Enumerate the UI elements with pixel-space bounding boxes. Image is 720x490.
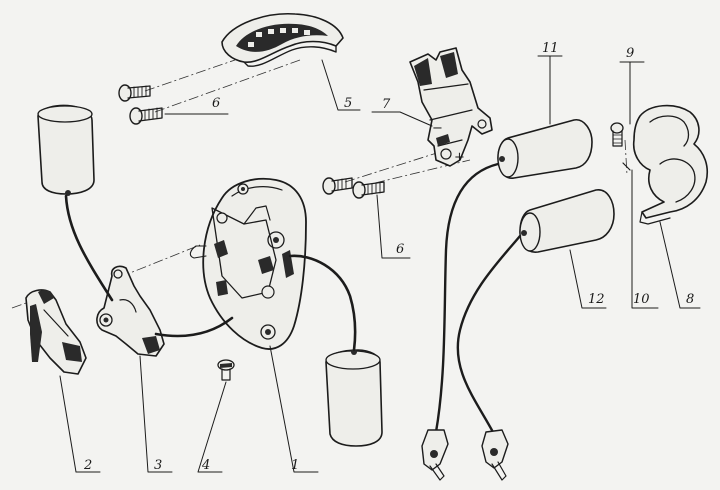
small-screw [610, 122, 624, 147]
capacitor-lower [519, 189, 615, 253]
screw [129, 107, 163, 125]
callout-12: 12 [588, 292, 605, 307]
callout-3: 3 [154, 458, 162, 473]
screw-pair-middle [322, 177, 385, 199]
fixing-screw [217, 359, 235, 381]
callout-9: 9 [626, 46, 634, 61]
callout-1: 1 [291, 458, 299, 473]
wire-terminal-right [481, 429, 509, 481]
callout-6b: 6 [396, 242, 404, 257]
terminal-block: − + [409, 47, 493, 167]
screw [118, 84, 151, 102]
callout-7: 7 [382, 97, 391, 112]
terminal-minus-mark: − [432, 121, 443, 136]
screw-pair-upper [118, 84, 163, 125]
screw [352, 181, 385, 199]
contact-arm [25, 289, 87, 375]
callout-4: 4 [201, 458, 210, 473]
capacitor-bottom [325, 349, 383, 447]
clamp-bracket [632, 104, 709, 225]
alignment-lines [11, 59, 628, 309]
callout-2: 2 [83, 458, 92, 473]
callout-6a: 6 [212, 96, 220, 111]
leader-lines [59, 55, 701, 473]
capacitor-left [37, 104, 95, 196]
terminal-plus-mark: + [454, 150, 465, 165]
pin [622, 162, 631, 171]
callout-10: 10 [633, 292, 650, 307]
cover-part [221, 13, 344, 67]
wire-terminal-left [421, 429, 449, 481]
wires [64, 162, 522, 436]
callout-labels: 1 2 3 4 5 6 6 7 8 9 10 11 12 [83, 41, 694, 473]
screw [322, 177, 353, 195]
callout-11: 11 [542, 41, 559, 56]
contact-bracket [96, 265, 165, 357]
callout-5: 5 [344, 96, 352, 111]
capacitor-upper [497, 119, 593, 179]
breaker-plate [189, 177, 307, 350]
callout-8: 8 [686, 292, 694, 307]
